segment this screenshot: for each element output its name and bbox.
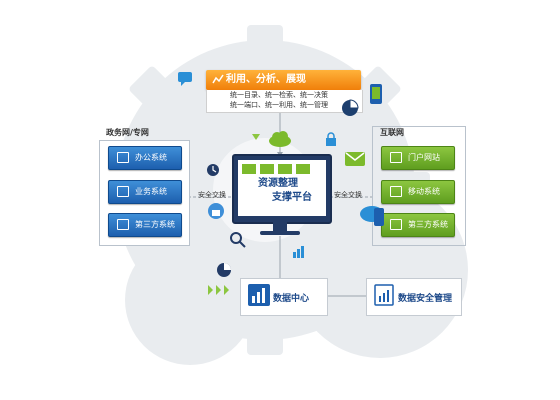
third-party-icon xyxy=(390,219,402,230)
right-section-box xyxy=(372,126,466,246)
cloud-icon xyxy=(269,131,291,147)
third-party-system-button-left[interactable]: 第三方系统 xyxy=(108,213,182,237)
exchange-label-right: 安全交换 xyxy=(334,191,362,199)
third-party-system-label-left: 第三方系统 xyxy=(135,220,175,229)
top-banner xyxy=(206,70,361,90)
office-system-label: 办公系统 xyxy=(135,153,167,162)
screen-tile xyxy=(278,164,292,174)
monitor-screen: 资源整理 支撑平台 xyxy=(238,160,326,216)
third-party-system-label-right: 第三方系统 xyxy=(408,220,448,229)
cloud-phone-icon xyxy=(360,206,384,226)
data-center-label: 数据中心 xyxy=(273,294,310,304)
shield-lock-icon xyxy=(208,203,224,219)
mobile-system-label: 移动系统 xyxy=(408,187,440,196)
exchange-label-left: 安全交换 xyxy=(198,191,226,199)
pie-small-icon xyxy=(217,263,231,277)
pie-chart-icon xyxy=(342,99,359,116)
monitor-stand-base xyxy=(260,231,300,235)
document-chart-icon xyxy=(374,284,394,306)
lock-icon xyxy=(326,132,336,146)
screen-tile xyxy=(296,164,310,174)
mail-icon xyxy=(345,152,365,166)
search-icon xyxy=(230,232,246,248)
portal-icon xyxy=(390,152,402,163)
chat-bubble-icon xyxy=(178,72,192,86)
mobile-phone-icon xyxy=(370,84,382,104)
mobile-system-button[interactable]: 移动系统 xyxy=(381,180,455,204)
monitor-line-2: 支撑平台 xyxy=(272,192,312,203)
chart-line-icon xyxy=(212,74,224,84)
screen-tile xyxy=(260,164,274,174)
third-party-icon xyxy=(117,219,129,230)
business-icon xyxy=(117,186,129,197)
portal-website-label: 门户网站 xyxy=(408,153,440,162)
portal-website-button[interactable]: 门户网站 xyxy=(381,146,455,170)
right-section-title: 互联网 xyxy=(380,128,404,137)
office-system-button[interactable]: 办公系统 xyxy=(108,146,182,170)
monitor-line-1: 资源整理 xyxy=(258,178,298,189)
data-center-icon xyxy=(248,284,270,306)
arrow-down-icon xyxy=(252,134,260,140)
unify-line-2: 统一端口、统一利用、统一管理 xyxy=(230,101,328,109)
office-icon xyxy=(117,152,129,163)
unify-line-1: 统一目录、统一检索、统一决策 xyxy=(230,91,328,99)
top-banner-title: 利用、分析、展现 xyxy=(226,74,306,85)
forward-arrows-icon xyxy=(208,285,229,295)
clock-icon xyxy=(207,164,219,176)
third-party-system-button-right[interactable]: 第三方系统 xyxy=(381,213,455,237)
bar-chart-icon xyxy=(293,246,304,258)
top-panel xyxy=(206,90,363,113)
data-security-label: 数据安全管理 xyxy=(398,294,453,304)
mobile-icon xyxy=(390,186,402,197)
business-system-label: 业务系统 xyxy=(135,187,167,196)
left-section-title: 政务网/专网 xyxy=(106,128,149,137)
screen-tile xyxy=(242,164,256,174)
business-system-button[interactable]: 业务系统 xyxy=(108,180,182,204)
monitor-stand xyxy=(273,222,287,232)
